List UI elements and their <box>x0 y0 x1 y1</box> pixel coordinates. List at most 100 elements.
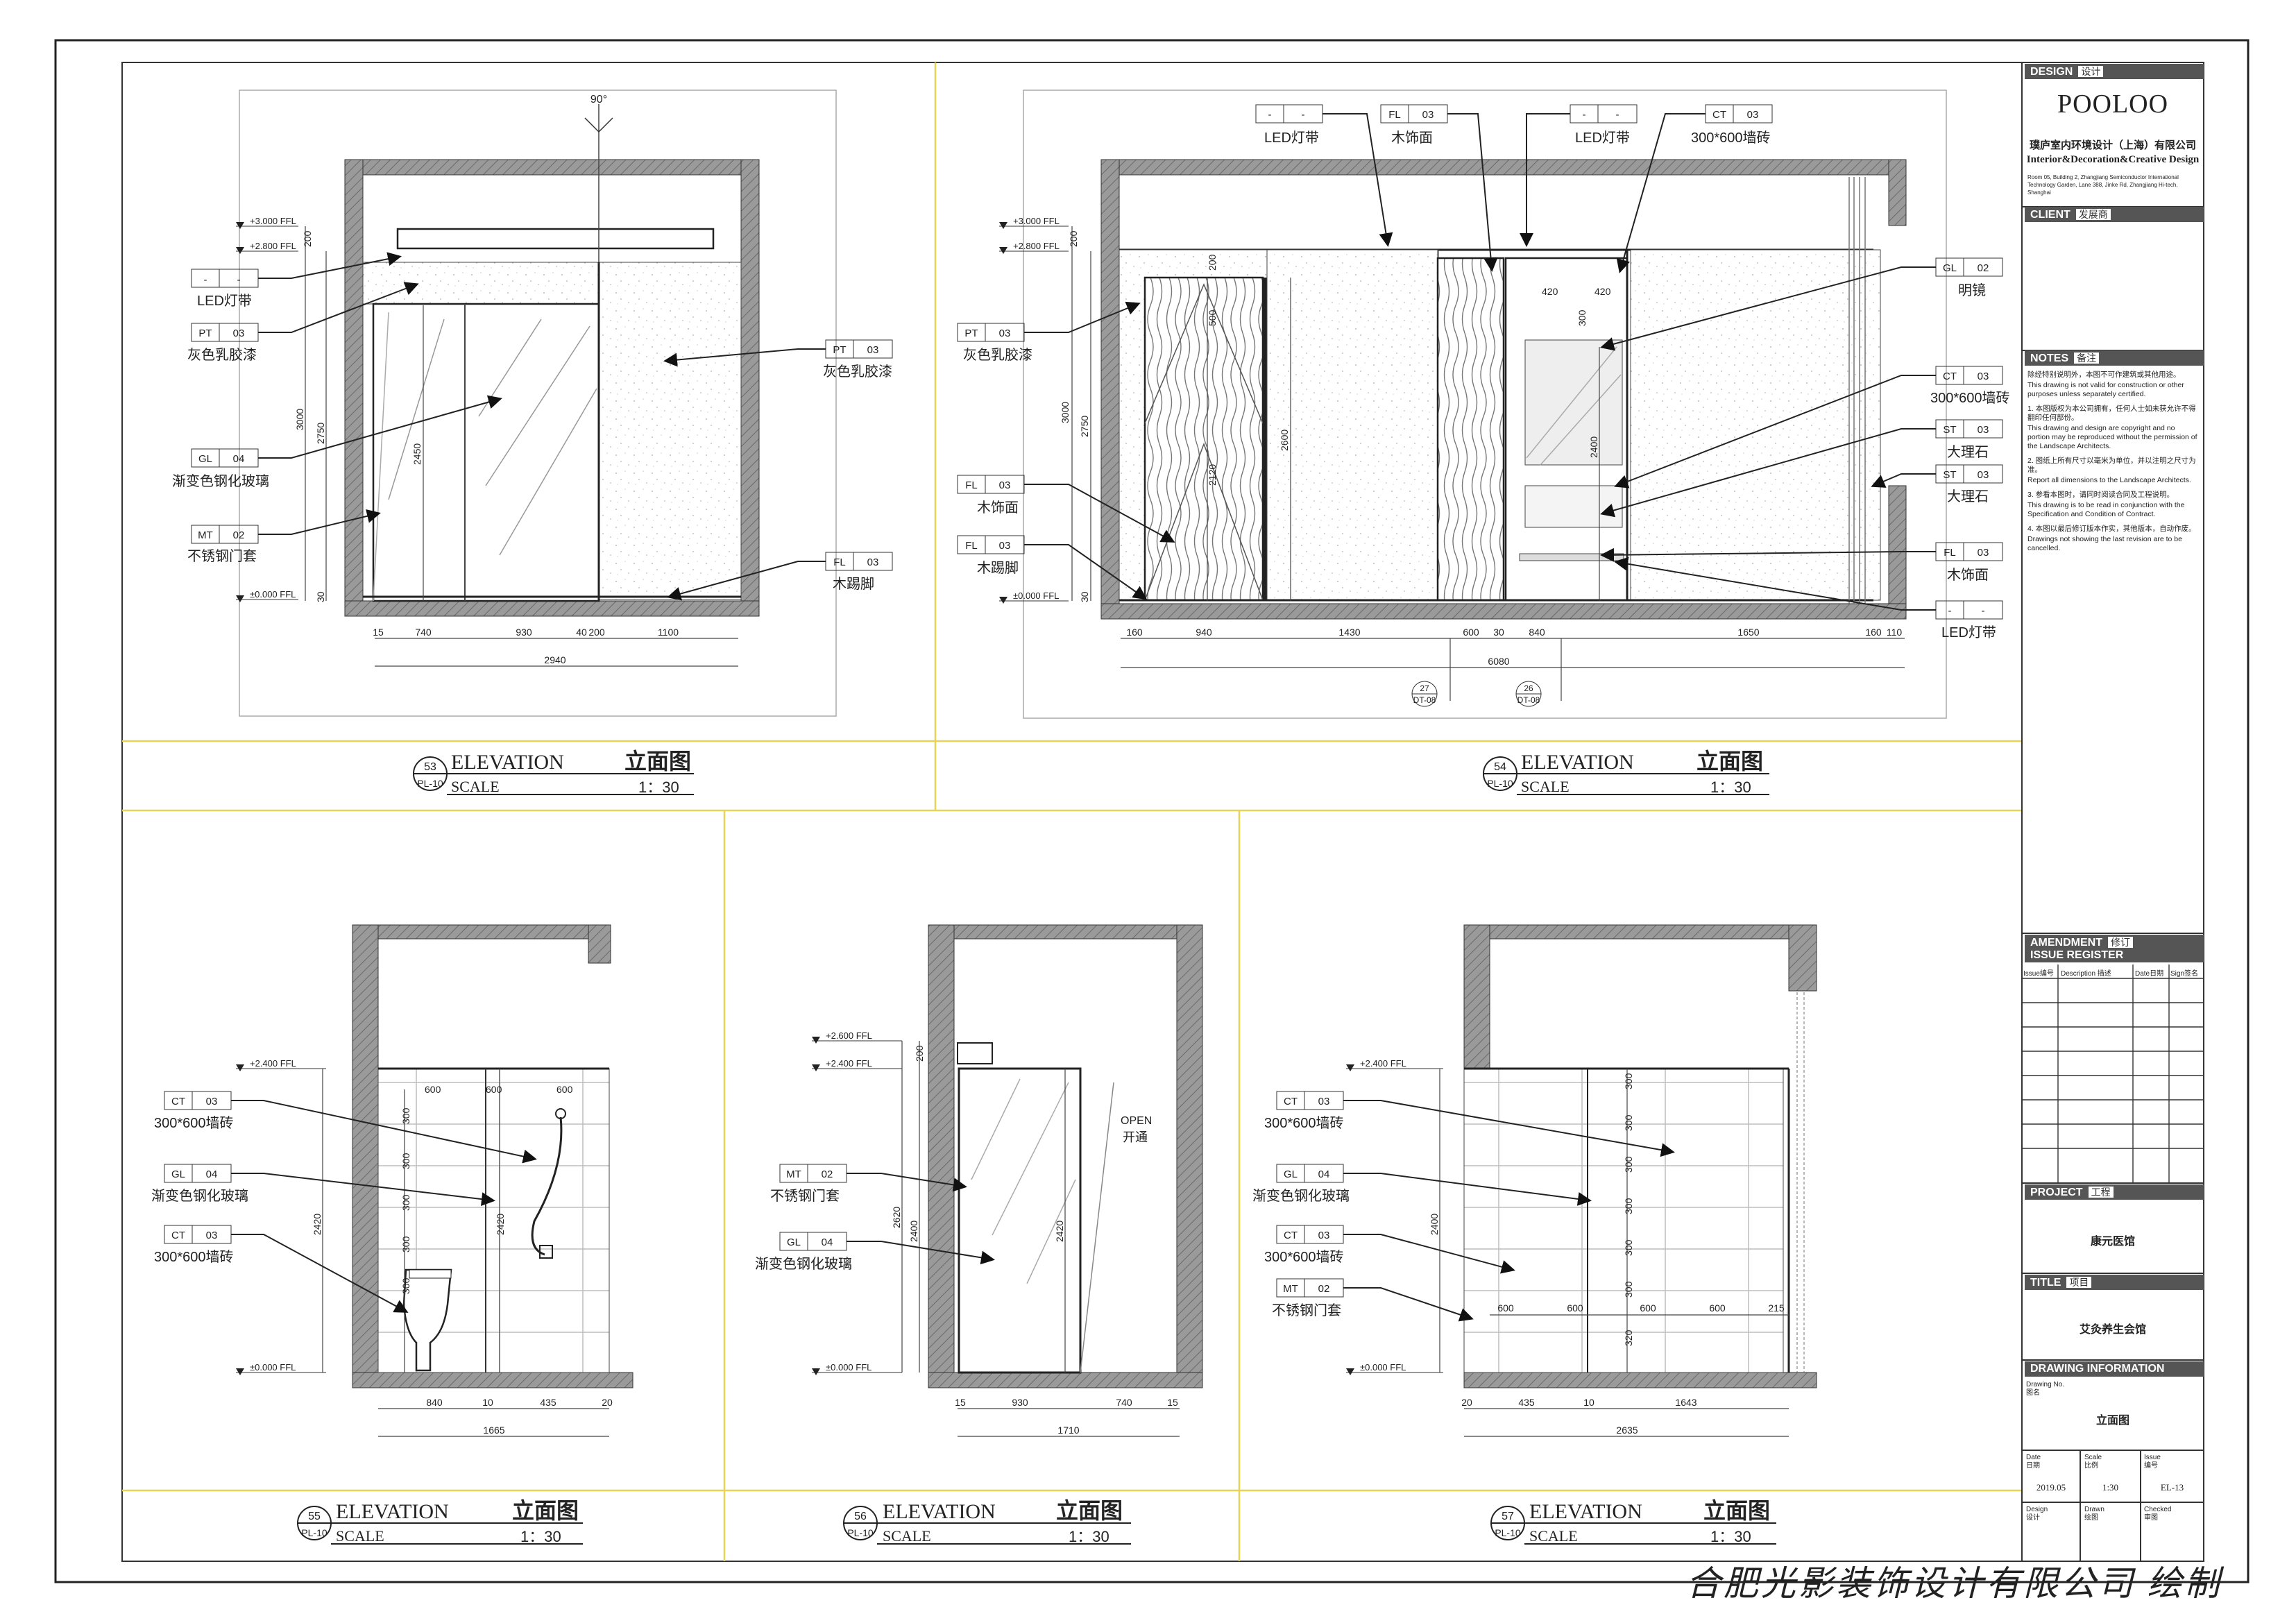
amend-col-sign: Sign签名 <box>2170 970 2199 978</box>
svg-text:PL-10: PL-10 <box>417 778 443 789</box>
svg-text:300: 300 <box>1623 1281 1634 1298</box>
svg-text:02: 02 <box>822 1169 833 1180</box>
svg-text:LED灯带: LED灯带 <box>1264 130 1319 146</box>
svg-text:灰色乳胶漆: 灰色乳胶漆 <box>187 347 257 363</box>
svg-text:300: 300 <box>1576 309 1588 326</box>
svg-text:渐变色钢化玻璃: 渐变色钢化玻璃 <box>1252 1188 1350 1204</box>
svg-text:420: 420 <box>1595 286 1611 297</box>
svg-text:3000: 3000 <box>294 409 305 430</box>
svg-text:200: 200 <box>1068 230 1079 247</box>
svg-text:15: 15 <box>1167 1397 1178 1408</box>
svg-text:03: 03 <box>1978 469 1989 481</box>
svg-text:不锈钢门套: 不锈钢门套 <box>187 548 257 564</box>
elevation-55: +2.400 FFL ±0.000 FFL 2420 2420 300 300 … <box>151 924 633 1545</box>
svg-text:不锈钢门套: 不锈钢门套 <box>770 1188 840 1204</box>
svg-text:2400: 2400 <box>1429 1214 1440 1235</box>
svg-text:04: 04 <box>206 1169 218 1180</box>
elevation-54: +3.000 FFL +2.800 FFL ±0.000 FFL 200 300… <box>957 90 2010 796</box>
svg-text:木饰面: 木饰面 <box>1947 567 1989 583</box>
svg-text:435: 435 <box>540 1397 556 1408</box>
svg-text:立面图: 立面图 <box>1056 1498 1123 1523</box>
svg-text:ST: ST <box>1943 424 1956 436</box>
svg-text:03: 03 <box>867 344 879 356</box>
svg-text:57: 57 <box>1502 1511 1514 1522</box>
svg-text:740: 740 <box>1116 1397 1132 1408</box>
view-title-56: 56 PL-10 ELEVATION SCALE 立面图 1：30 <box>843 1498 1131 1545</box>
svg-text:±0.000 FFL: ±0.000 FFL <box>250 1362 296 1373</box>
svg-text:MT: MT <box>198 529 213 541</box>
svg-text:ST: ST <box>1943 469 1956 481</box>
svg-text:2400: 2400 <box>908 1221 919 1242</box>
svg-text:+2.400 FFL: +2.400 FFL <box>826 1058 872 1069</box>
svg-text:1665: 1665 <box>483 1425 504 1436</box>
svg-text:2400: 2400 <box>1588 436 1599 458</box>
svg-text:灰色乳胶漆: 灰色乳胶漆 <box>963 347 1032 363</box>
svg-text:ELEVATION: ELEVATION <box>451 751 564 774</box>
svg-text:320: 320 <box>1623 1329 1634 1346</box>
svg-text:立面图: 立面图 <box>1703 1498 1770 1523</box>
svg-text:300: 300 <box>400 1107 411 1124</box>
svg-text:160: 160 <box>1865 627 1882 638</box>
svg-text:LED灯带: LED灯带 <box>197 293 252 309</box>
svg-text:PL-10: PL-10 <box>1487 778 1513 789</box>
view-title-53: 53 PL-10 ELEVATION SCALE 立面图 1：30 <box>413 749 694 796</box>
svg-text:300*600墙砖: 300*600墙砖 <box>1264 1115 1344 1131</box>
svg-text:2620: 2620 <box>891 1207 902 1228</box>
sheet-border <box>54 39 2250 1583</box>
svg-text:300: 300 <box>400 1277 411 1294</box>
svg-text:600: 600 <box>1567 1302 1583 1314</box>
svg-text:LED灯带: LED灯带 <box>1575 130 1630 146</box>
svg-text:DT-08: DT-08 <box>1413 695 1436 705</box>
svg-text:FL: FL <box>965 540 978 552</box>
svg-text:27: 27 <box>1420 683 1429 693</box>
drawing-info-header: DRAWING INFORMATION <box>2025 1361 2204 1377</box>
svg-text:200: 200 <box>588 627 605 638</box>
svg-text:600: 600 <box>556 1084 573 1095</box>
svg-text:03: 03 <box>233 328 245 339</box>
ceiling-slab <box>344 159 760 176</box>
svg-text:200: 200 <box>1207 254 1218 271</box>
svg-text:2600: 2600 <box>1279 430 1290 451</box>
swing-angle: 90° <box>590 94 607 105</box>
svg-text:1：30: 1：30 <box>1710 779 1751 796</box>
svg-text:420: 420 <box>1542 286 1558 297</box>
svg-text:300: 300 <box>1623 1114 1634 1131</box>
svg-text:+2.600 FFL: +2.600 FFL <box>826 1030 872 1041</box>
svg-text:1：30: 1：30 <box>1069 1528 1109 1545</box>
svg-text:03: 03 <box>999 328 1011 339</box>
svg-text:MT: MT <box>786 1169 801 1180</box>
svg-text:PT: PT <box>198 328 212 339</box>
svg-text:FL: FL <box>1944 547 1956 559</box>
svg-text:30: 30 <box>1493 627 1504 638</box>
company-name-cn: 璞庐室内环境设计（上海）有限公司 <box>2029 139 2196 151</box>
scale-value: 1:30 <box>2102 1482 2119 1493</box>
svg-text:300: 300 <box>1623 1156 1634 1173</box>
svg-text:2750: 2750 <box>315 423 326 444</box>
svg-text:2420: 2420 <box>495 1214 506 1235</box>
svg-text:2450: 2450 <box>411 443 423 465</box>
svg-text:03: 03 <box>1978 547 1989 559</box>
svg-text:300: 300 <box>1623 1239 1634 1256</box>
svg-text:-: - <box>1948 605 1952 617</box>
svg-text:木饰面: 木饰面 <box>977 500 1019 516</box>
company-address: Room 05, Building 2, Zhangjiang Semicond… <box>2027 174 2179 196</box>
elevation-53: 90° +3.000 FFL +2.800 FFL ±0.000 FFL 200… <box>172 90 893 796</box>
svg-text:ELEVATION: ELEVATION <box>1521 751 1634 774</box>
svg-text:04: 04 <box>822 1237 833 1248</box>
svg-text:300*600墙砖: 300*600墙砖 <box>1930 390 2010 406</box>
svg-text:木踢脚: 木踢脚 <box>833 576 874 592</box>
view-title-55: 55 PL-10 ELEVATION SCALE 立面图 1：30 <box>297 1498 583 1545</box>
svg-text:03: 03 <box>1747 109 1759 121</box>
